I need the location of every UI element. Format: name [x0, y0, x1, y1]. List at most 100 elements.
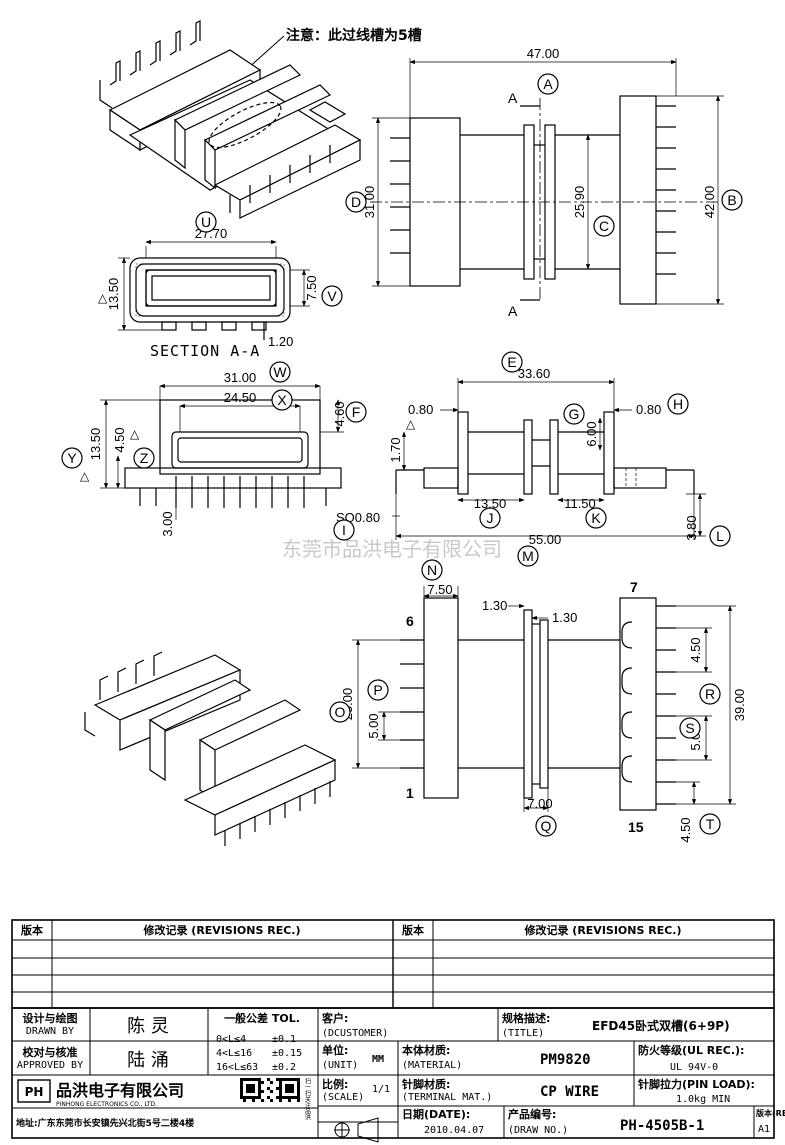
revisions-table [11, 919, 775, 1009]
balloon-circle-z [133, 447, 155, 469]
pin-load-value: 1.0kg MIN [676, 1094, 730, 1105]
checker-label-en: APPROVED BY [17, 1060, 83, 1071]
qr-module [240, 1081, 243, 1084]
tol-r1-val: ±0.1 [272, 1034, 296, 1045]
material-label: 本体材质: [402, 1043, 450, 1057]
balloon-circle-y [61, 447, 83, 469]
balloon-circle-k [585, 507, 607, 529]
balloon-circle-r [699, 683, 721, 705]
tri-mark-2: △ [130, 427, 140, 441]
qr-module [258, 1081, 261, 1084]
designer-label-en: DRAWN BY [26, 1026, 74, 1037]
title-label-en: (TITLE) [502, 1028, 544, 1039]
qr-module [270, 1081, 273, 1084]
dim-sec-pin: 1.20 [268, 334, 293, 349]
rev-col-ver-right: 版本 [402, 923, 424, 937]
dim-top-width: 47.00 [527, 46, 560, 61]
material-label-en: (MATERIAL) [402, 1060, 462, 1071]
tri-mark-3: △ [80, 469, 90, 483]
section-mark-top: A [508, 90, 518, 106]
tri-mark-1: △ [98, 291, 108, 305]
qr-module [240, 1087, 243, 1090]
qr-module [291, 1084, 294, 1087]
dim-bt-450b: 4.50 [678, 817, 693, 842]
dim-fr-170: 1.70 [388, 437, 403, 462]
qr-module [288, 1078, 291, 1081]
dim-fr-380: 3.80 [684, 515, 699, 540]
company-name: 品洪电子有限公司 [56, 1081, 184, 1100]
title-block [11, 1007, 775, 1143]
side-view [100, 383, 344, 520]
dim-side-w24: 24.50 [224, 390, 257, 405]
designer-name: 陈 灵 [127, 1016, 169, 1037]
checker-label: 校对与核准 [23, 1045, 78, 1059]
balloon-circle-l [709, 525, 731, 547]
qr-module [288, 1090, 291, 1093]
note-text: 注意：此过线槽为5槽 [286, 27, 422, 44]
dim-side-h13: 13.50 [88, 428, 103, 461]
qr-module [240, 1090, 243, 1093]
qr-module [297, 1084, 300, 1087]
qr-module [279, 1093, 282, 1096]
balloon-label-o: O [335, 704, 346, 720]
qr-module [252, 1096, 255, 1099]
balloon-circle-m [517, 545, 539, 567]
pin-label-6: 6 [406, 613, 414, 629]
balloon-label-a: A [543, 76, 553, 92]
customer-label: 客户: [321, 1011, 348, 1025]
qr-module [276, 1096, 279, 1099]
tol-r3-val: ±0.2 [272, 1062, 296, 1073]
qr-module [246, 1096, 249, 1099]
tol-r2-val: ±0.15 [272, 1048, 302, 1059]
balloon-label-b: B [727, 192, 736, 208]
qr-module [297, 1087, 300, 1090]
iso-view-top [99, 20, 362, 219]
balloon-label-g: G [569, 406, 580, 422]
balloon-circle-x [271, 389, 293, 411]
qr-module [258, 1078, 261, 1081]
checker-name: 陆 涌 [127, 1050, 169, 1071]
fire-value: UL 94V-0 [670, 1062, 718, 1073]
balloon-label-x: X [277, 392, 287, 408]
qr-module [282, 1096, 285, 1099]
rev-value: A1 [758, 1124, 770, 1135]
qr-module [279, 1078, 282, 1081]
iso-view-bottom [84, 651, 337, 846]
qr-module [255, 1078, 258, 1081]
qr-module [279, 1096, 282, 1099]
qr-module [243, 1096, 246, 1099]
balloon-circle-b [721, 189, 743, 211]
balloon-label-f: F [352, 404, 361, 420]
tol-title: 一般公差 TOL. [224, 1011, 300, 1025]
dim-d42: 42.00 [702, 186, 717, 219]
qr-module [297, 1093, 300, 1096]
balloon-label-t: T [706, 816, 715, 832]
balloon-circle-t [699, 813, 721, 835]
tol-r1-range: 0<L≤4 [216, 1034, 246, 1045]
dim-side-3: 3.00 [160, 511, 175, 536]
tol-r2-range: 4<L≤16 [216, 1048, 252, 1059]
drawno-value: PH-4505B-1 [620, 1118, 704, 1134]
balloon-circle-s [679, 717, 701, 739]
dim-side-h4-60: 4.60 [332, 401, 347, 426]
balloon-label-c: C [599, 218, 609, 234]
balloon-circle-i [333, 519, 355, 541]
qr-module [297, 1081, 300, 1084]
qr-module [291, 1096, 294, 1099]
qr-module [258, 1096, 261, 1099]
fire-label: 防火等级(UL REC.): [638, 1043, 744, 1057]
balloon-circle-o [329, 701, 351, 723]
qr-module [291, 1087, 294, 1090]
qr-module [279, 1090, 282, 1093]
balloon-label-z: Z [140, 450, 149, 466]
dim-fr-6: 6.00 [584, 421, 599, 446]
balloon-circle-d [345, 191, 367, 213]
qr-module [291, 1090, 294, 1093]
qr-module [291, 1078, 294, 1081]
qr-module [246, 1084, 249, 1087]
dim-fr-1150: 11.50 [564, 496, 596, 511]
qr-module [249, 1096, 252, 1099]
watermark: 东莞市品洪电子有限公司 [282, 537, 502, 561]
balloon-circle-a [537, 73, 559, 95]
